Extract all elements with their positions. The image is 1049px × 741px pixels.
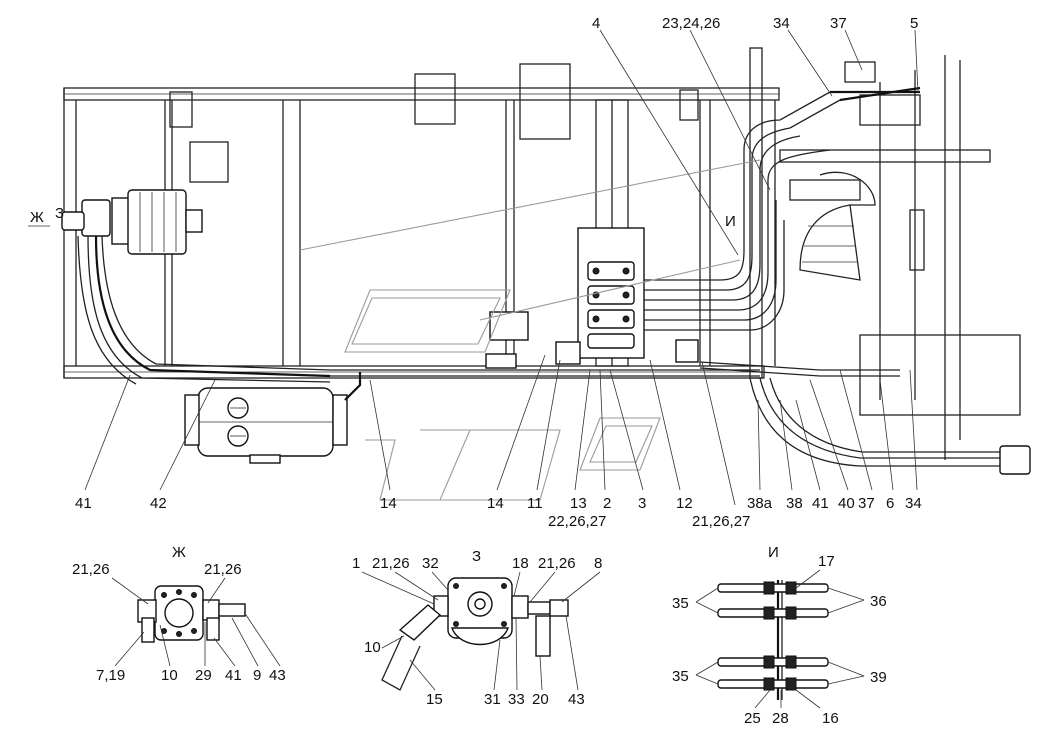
view-zh-callout-7-19: 7,19 [96,667,125,684]
view-z-callout-31: 31 [484,691,501,708]
main-callouts: 4 23,24,26 34 37 5 Ж З И 41 42 14 14 11 … [30,15,922,530]
callout-5: 5 [910,15,918,32]
callout-34-bottom: 34 [905,495,922,512]
view-i-title: И [768,544,779,561]
callout-14-b: 14 [487,495,504,512]
hydraulic-pump-left [61,189,203,255]
view-z-callout-33: 33 [508,691,525,708]
view-z-pump [381,577,569,691]
main-assembly-view: 4 23,24,26 34 37 5 Ж З И 41 42 14 14 11 … [28,15,1031,530]
view-zh-callout-9: 9 [253,667,261,684]
oil-tank [184,372,362,464]
callout-14-a: 14 [380,495,397,512]
view-z-callout-21-26-left: 21,26 [372,555,410,572]
view-zh-pump [137,585,246,643]
view-i-fittings [717,580,829,700]
callout-13: 13 [570,495,587,512]
view-zh-callout-10: 10 [161,667,178,684]
view-arrows [299,159,761,501]
leader-lines [84,29,919,506]
view-z-callout-43: 43 [568,691,585,708]
callout-42: 42 [150,495,167,512]
view-i-callout-25: 25 [744,710,761,727]
view-z-callout-8: 8 [594,555,602,572]
callout-41-left: 41 [75,495,92,512]
view-zh-title: Ж [172,544,186,561]
view-i-callout-28: 28 [772,710,789,727]
view-i-callout-36: 36 [870,593,887,610]
detail-view-z: З [352,548,602,708]
callout-37-bottom: 37 [858,495,875,512]
callout-38: 38 [786,495,803,512]
left-hose-bundle [77,235,331,385]
view-i-callout-35-top: 35 [672,595,689,612]
view-z-callout-1: 1 [352,555,360,572]
view-z-callout-15: 15 [426,691,443,708]
view-i-callout-39: 39 [870,669,887,686]
view-i-callout-17: 17 [818,553,835,570]
callout-zh-section: Ж [30,209,44,226]
view-z-callout-10: 10 [364,639,381,656]
callout-i-section: И [725,213,736,230]
callout-2: 2 [603,495,611,512]
view-z-title: З [472,548,481,565]
view-i-callout-16: 16 [822,710,839,727]
view-zh-callout-41: 41 [225,667,242,684]
callout-37-top: 37 [830,15,847,32]
callout-41-right: 41 [812,495,829,512]
sector-bracket [799,171,876,281]
view-i-leaders [695,569,865,709]
view-zh-callout-21-26-left: 21,26 [72,561,110,578]
callout-11: 11 [527,495,543,512]
callout-12: 12 [676,495,693,512]
detail-view-i: И [672,544,887,727]
callout-23-24-26: 23,24,26 [662,15,720,32]
callout-21-26-27: 21,26,27 [692,513,750,530]
callout-z-section: З [55,205,64,222]
view-zh-callout-29: 29 [195,667,212,684]
view-z-leaders [361,571,601,691]
callout-22-26-27: 22,26,27 [548,513,606,530]
view-z-callout-21-26-right: 21,26 [538,555,576,572]
view-z-callout-32: 32 [422,555,439,572]
view-zh-callout-43: 43 [269,667,286,684]
view-zh-callout-21-26-right: 21,26 [204,561,242,578]
main-hose-bundle [330,86,1031,475]
distributor-valve-block [485,227,699,369]
view-i-callout-35-bottom: 35 [672,668,689,685]
callout-4: 4 [592,15,600,32]
view-zh-leaders [111,577,281,667]
callout-38a: 38а [747,495,773,512]
view-z-callout-20: 20 [532,691,549,708]
callout-34-top: 34 [773,15,790,32]
callout-40: 40 [838,495,855,512]
callout-3: 3 [638,495,646,512]
callout-6: 6 [886,495,894,512]
view-z-callout-18: 18 [512,555,529,572]
detail-view-zh: Ж 21,26 21,26 7,19 [72,544,286,684]
